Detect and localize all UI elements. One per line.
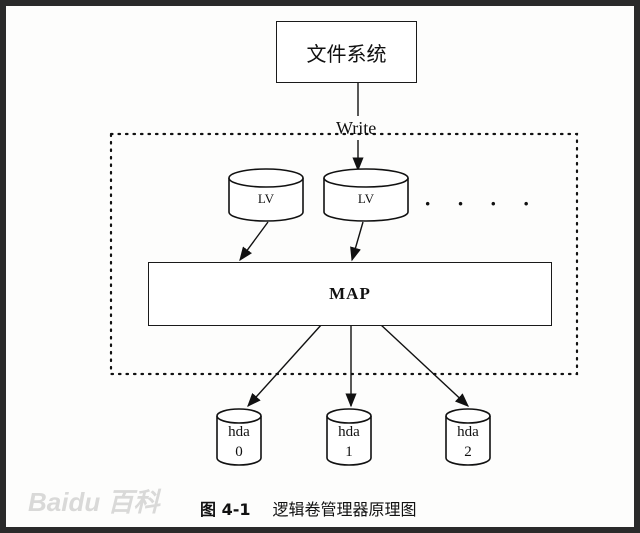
baidu-watermark: Baidu 百科: [28, 487, 160, 517]
figure-caption: 图 4-1 逻辑卷管理器原理图: [200, 496, 417, 520]
diagram-page: LV LV hda 0 hda 1 hda: [6, 6, 634, 527]
map-to-hda2-arrow: [379, 323, 470, 407]
lv-label-2: LV: [358, 191, 375, 206]
map-box: MAP: [148, 262, 552, 326]
diagram-lines: LV LV hda 0 hda 1 hda: [109, 81, 579, 466]
hda-label-0: hda: [228, 424, 250, 440]
lv1-to-map-arrow: [239, 221, 269, 262]
file-system-box: 文件系统: [276, 21, 417, 83]
volume-group-boundary: [109, 132, 579, 376]
hda-number-0: 0: [235, 444, 243, 460]
hda-cylinder-0: hda 0: [216, 408, 262, 466]
lv-cylinder-1: LV: [228, 168, 304, 222]
hda-number-2: 2: [464, 444, 472, 460]
more-lv-ellipsis: · · · ·: [424, 191, 540, 216]
hda-label-2: hda: [457, 424, 479, 440]
hda-cylinder-1: hda 1: [326, 408, 372, 466]
lv-label-1: LV: [258, 191, 275, 206]
hda-label-1: hda: [338, 424, 360, 440]
map-to-hda0-arrow: [247, 323, 323, 408]
hda-cylinder-2: hda 2: [445, 408, 491, 466]
write-label: Write: [336, 118, 377, 138]
lv2-to-map-arrow: [350, 221, 364, 262]
hda-number-1: 1: [345, 444, 353, 460]
figure-number: 图 4-1: [200, 500, 251, 519]
lv-cylinder-2: LV: [323, 168, 409, 222]
figure-title: 逻辑卷管理器原理图: [272, 500, 417, 519]
